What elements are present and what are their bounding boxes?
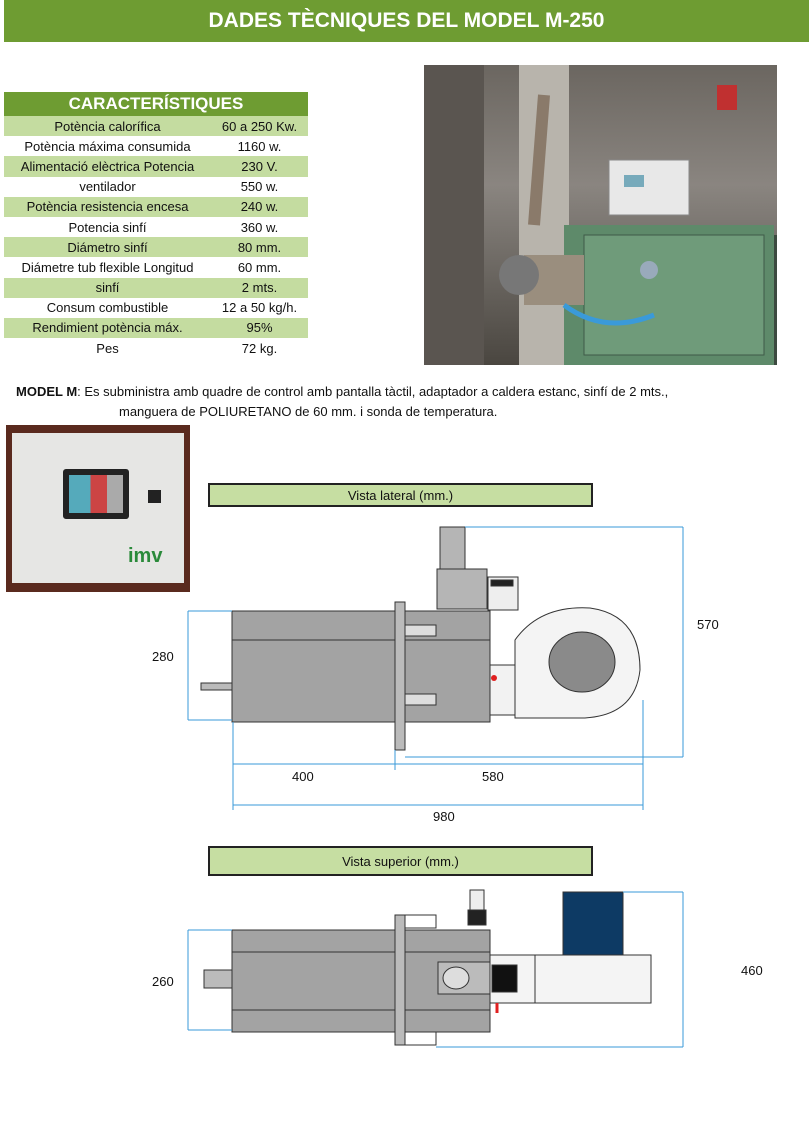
dim-side-length-front: 400: [292, 769, 314, 784]
spec-value: 550 w.: [240, 179, 279, 195]
table-row: Consum combustible 12 a 50 kg/h.: [4, 298, 308, 318]
model-name: MODEL M: [16, 384, 78, 399]
control-panel-photo: imv: [6, 425, 190, 592]
spec-label: Rendimient potència máx.: [4, 317, 211, 339]
spec-label: Potència resistencia encesa: [4, 196, 211, 217]
spec-value: 360 w.: [240, 219, 279, 235]
spec-label: Diámetro sinfí: [4, 237, 211, 258]
top-view-drawing: [203, 889, 652, 1046]
spec-label: Potencia sinfí: [68, 219, 147, 235]
spec-value: 95%: [211, 317, 308, 339]
dim-top-width-total: 460: [741, 963, 763, 978]
table-row: Diámetre tub flexible Longitud 60 mm.: [4, 257, 308, 277]
spec-label: Diámetre tub flexible Longitud: [21, 259, 194, 275]
side-view-title: Vista lateral (mm.): [208, 483, 593, 507]
spec-value: 60 mm.: [237, 259, 282, 275]
top-view-dimension-lines: [187, 891, 684, 1048]
spec-label: Consum combustible: [46, 300, 169, 316]
touchscreen: [63, 469, 129, 519]
table-row: Rendimient potència máx.95%: [4, 317, 308, 339]
dim-side-length-rear: 580: [482, 769, 504, 784]
table-row: ventilador 550 w.: [4, 177, 308, 197]
spec-value: 80 mm.: [211, 237, 308, 258]
dim-side-height-body: 280: [152, 649, 174, 664]
top-view-title: Vista superior (mm.): [208, 846, 593, 876]
page-title: DADES TÈCNIQUES DEL MODEL M-250: [4, 0, 809, 42]
description-line-1: : Es subministra amb quadre de control a…: [77, 384, 669, 399]
dim-side-length-total: 980: [433, 809, 455, 824]
side-view-dimension-lines: [187, 526, 684, 810]
installation-photo: [424, 65, 777, 365]
table-row: Potencia sinfí 360 w.: [4, 217, 308, 237]
spec-value: 60 a 250 Kw.: [211, 116, 308, 137]
dim-side-height-total: 570: [697, 617, 719, 632]
specs-table-header: CARACTERÍSTIQUES: [4, 92, 308, 116]
model-description: MODEL M: Es subministra amb quadre de co…: [16, 382, 796, 422]
spec-label: ventilador: [79, 179, 136, 195]
description-line-2: manguera de POLIURETANO de 60 mm. i sond…: [119, 404, 498, 419]
spec-label: Potència máxima consumida: [24, 138, 191, 154]
side-view-drawing: [200, 526, 641, 751]
spec-value: 2 mts.: [211, 277, 308, 298]
spec-value: 12 a 50 kg/h.: [221, 300, 298, 316]
spec-value: 72 kg.: [241, 340, 278, 356]
table-row: Potència máxima consumida 1160 w.: [4, 136, 308, 156]
spec-label: Potència calorífica: [4, 116, 211, 137]
dim-top-width-body: 260: [152, 974, 174, 989]
spec-label: Pes: [96, 340, 119, 356]
spec-label: Alimentació elèctrica Potencia: [4, 156, 211, 177]
imv-logo: imv: [128, 545, 163, 567]
spec-value: 230 V.: [211, 156, 308, 177]
spec-value: 1160 w.: [237, 138, 282, 154]
spec-value: 240 w.: [211, 196, 308, 217]
spec-label: sinfí: [4, 277, 211, 298]
table-row: Pes 72 kg.: [4, 338, 308, 358]
